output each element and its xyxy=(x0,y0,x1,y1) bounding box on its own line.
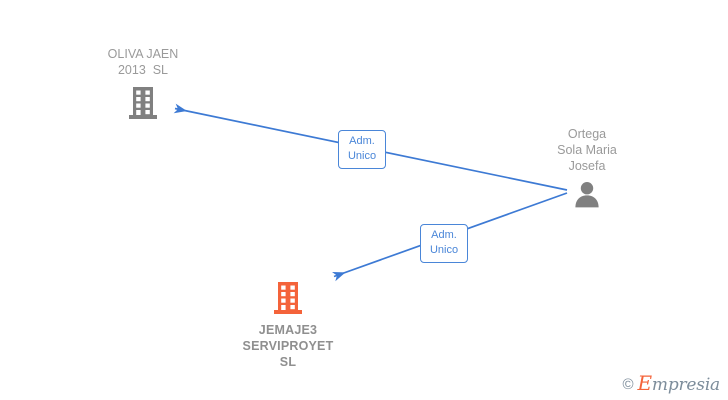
node-ortega-sola[interactable]: Ortega Sola Maria Josefa xyxy=(527,126,647,208)
node-jemaje3[interactable]: JEMAJE3 SERVIPROYET SL xyxy=(228,281,348,370)
node-oliva-jaen-label: OLIVA JAEN 2013 SL xyxy=(107,47,179,77)
node-oliva-jaen[interactable]: OLIVA JAEN 2013 SL xyxy=(83,46,203,120)
node-jemaje3-label: JEMAJE3 SERVIPROYET SL xyxy=(242,323,334,369)
building-icon xyxy=(129,87,157,119)
edge-label-adm-unico-jemaje3[interactable]: Adm. Unico xyxy=(420,224,468,263)
watermark-empresia: © Empresia xyxy=(622,373,721,395)
edge-label-adm-unico-oliva[interactable]: Adm. Unico xyxy=(338,130,386,169)
person-icon xyxy=(575,182,599,208)
brand-wordmark: Empresia xyxy=(638,373,721,395)
building-icon xyxy=(274,282,302,314)
brand-rest: mpresia xyxy=(651,375,720,395)
node-ortega-sola-label: Ortega Sola Maria Josefa xyxy=(557,127,617,173)
copyright-icon: © xyxy=(622,376,634,393)
brand-initial: E xyxy=(637,371,653,395)
